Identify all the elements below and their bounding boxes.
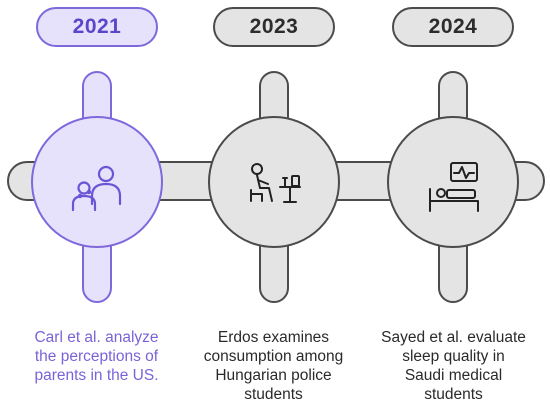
year-label: 2024 xyxy=(428,15,478,38)
hospital-bed-monitor-icon xyxy=(429,162,479,212)
milestone-2021-description: Carl et al. analyze the perceptions of p… xyxy=(9,328,184,385)
milestone-2023-circle xyxy=(208,116,340,248)
description-line: sleep quality in xyxy=(402,348,505,365)
milestone-2021-node xyxy=(31,71,163,303)
description-line: parents in the US. xyxy=(34,367,159,384)
milestone-2021-circle xyxy=(31,116,163,248)
description-line: the perceptions of xyxy=(34,348,159,365)
description-line: Erdos examines xyxy=(217,329,330,346)
milestone-2024-node xyxy=(387,71,519,303)
description-line: students xyxy=(424,386,483,403)
description-line: Sayed et al. evaluate xyxy=(381,329,526,346)
description-line: Saudi medical xyxy=(404,367,503,384)
person-at-desk-icon xyxy=(250,163,301,203)
year-badge-2023: 2023 xyxy=(213,7,335,47)
year-label: 2023 xyxy=(249,15,299,38)
people-icon xyxy=(71,165,122,212)
year-badge-2024: 2024 xyxy=(392,7,514,47)
milestone-2023-node xyxy=(208,71,340,303)
description-line: Carl et al. analyze xyxy=(34,329,159,346)
milestone-2023-description: Erdos examines consumption among Hungari… xyxy=(186,328,361,404)
year-badge-2021: 2021 xyxy=(36,7,158,47)
description-line: consumption among xyxy=(203,348,344,365)
year-label: 2021 xyxy=(72,15,122,38)
description-line: students xyxy=(244,386,303,403)
milestone-2024-description: Sayed et al. evaluate sleep quality in S… xyxy=(366,328,541,404)
description-line: Hungarian police xyxy=(215,367,332,384)
